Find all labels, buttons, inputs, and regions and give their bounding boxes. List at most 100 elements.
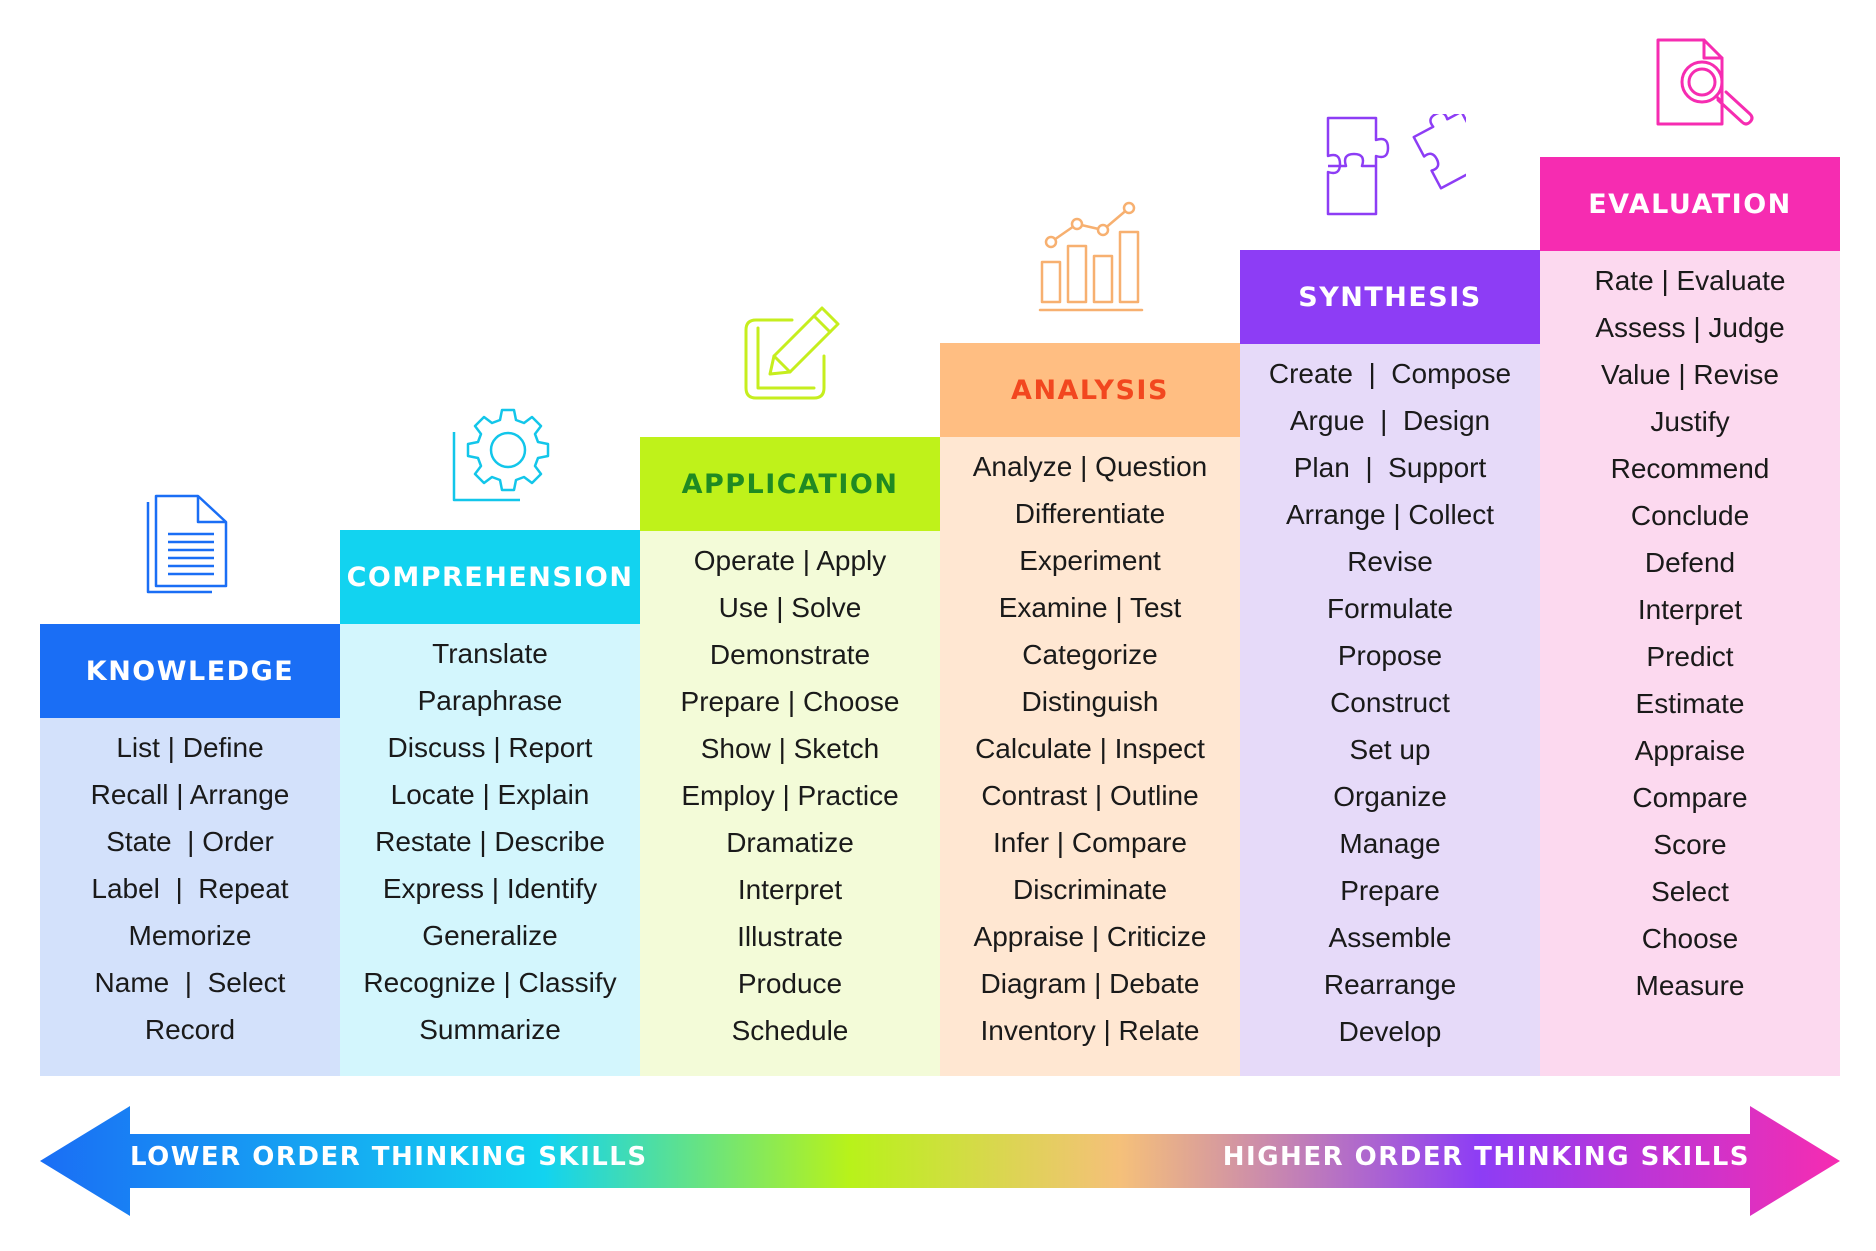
bar-chart-icon (1038, 201, 1144, 312)
list-item: Differentiate (1014, 498, 1166, 529)
list-item: List | Define (116, 732, 264, 763)
list-item: Interpret (1637, 594, 1743, 625)
level-word-list: Translate Paraphrase Discuss | Report Lo… (340, 624, 640, 1076)
list-item: Value | Revise (1601, 359, 1779, 390)
level-header: ANALYSIS (940, 343, 1240, 437)
level-title: APPLICATION (681, 468, 899, 500)
list-item: Justify (1650, 406, 1730, 437)
list-item: Categorize (1022, 639, 1158, 670)
list-item: Record (144, 1014, 236, 1045)
list-item: Formulate (1326, 593, 1454, 624)
list-item: Examine | Test (998, 592, 1182, 623)
level-title: EVALUATION (1588, 188, 1792, 220)
higher-order-label: HIGHER ORDER THINKING SKILLS (1222, 1142, 1750, 1172)
list-item: Argue | Design (1289, 405, 1491, 436)
list-item: Summarize (419, 1014, 561, 1045)
list-item: Express | Identify (382, 873, 598, 904)
level-word-list: Operate | Apply Use | Solve Demonstrate … (640, 531, 940, 1076)
list-item: Rearrange (1323, 969, 1457, 1000)
list-item: Score (1653, 829, 1727, 860)
level-synthesis: SYNTHESIS Create | Compose Argue | Desig… (1240, 250, 1540, 1076)
list-item: Schedule (731, 1015, 849, 1046)
list-item: Prepare | Choose (680, 686, 900, 717)
list-item: Assess | Judge (1595, 312, 1785, 343)
level-title: COMPREHENSION (346, 561, 634, 593)
list-item: Name | Select (94, 967, 286, 998)
list-item: Interpret (737, 874, 843, 905)
list-item: Predict (1646, 641, 1734, 672)
lower-order-label: LOWER ORDER THINKING SKILLS (130, 1142, 648, 1172)
list-item: Memorize (128, 920, 252, 951)
level-knowledge: KNOWLEDGE List | Define Recall | Arrange… (40, 624, 340, 1076)
list-item: Compare (1632, 782, 1748, 813)
list-item: Employ | Practice (681, 780, 899, 811)
list-item: Paraphrase (417, 685, 563, 716)
level-header: APPLICATION (640, 437, 940, 531)
list-item: Label | Repeat (91, 873, 289, 904)
list-item: Distinguish (1021, 686, 1159, 717)
list-item: Operate | Apply (693, 545, 887, 576)
list-item: Measure (1635, 970, 1745, 1001)
list-item: Conclude (1630, 500, 1750, 531)
level-title: KNOWLEDGE (85, 655, 295, 687)
list-item: Produce (737, 968, 843, 999)
list-item: Select (1651, 876, 1729, 907)
level-word-list: Create | Compose Argue | Design Plan | S… (1240, 344, 1540, 1076)
list-item: Defend (1644, 547, 1736, 578)
list-item: Infer | Compare (992, 827, 1188, 858)
list-item: Arrange | Collect (1285, 499, 1495, 530)
list-item: Manage (1339, 828, 1441, 859)
level-title: SYNTHESIS (1298, 281, 1482, 313)
list-item: Inventory | Relate (980, 1015, 1200, 1046)
level-header: KNOWLEDGE (40, 624, 340, 718)
list-item: Plan | Support (1293, 452, 1487, 483)
edit-pencil-icon (744, 306, 840, 400)
list-item: Dramatize (726, 827, 854, 858)
list-item: Rate | Evaluate (1594, 265, 1786, 296)
level-word-list: List | Define Recall | Arrange State | O… (40, 718, 340, 1076)
list-item: State | Order (106, 826, 274, 857)
level-header: EVALUATION (1540, 157, 1840, 251)
document-icon (146, 494, 228, 594)
level-comprehension: COMPREHENSION Translate Paraphrase Discu… (340, 530, 640, 1076)
list-item: Restate | Describe (375, 826, 605, 857)
list-item: Analyze | Question (972, 451, 1208, 482)
list-item: Choose (1641, 923, 1739, 954)
puzzle-icon (1326, 114, 1466, 216)
level-analysis: ANALYSIS Analyze | Question Differentiat… (940, 343, 1240, 1076)
list-item: Assemble (1328, 922, 1452, 953)
list-item: Recommend (1610, 453, 1770, 484)
list-item: Recognize | Classify (363, 967, 617, 998)
double-arrow-shape (40, 1106, 1840, 1216)
list-item: Translate (432, 638, 548, 669)
list-item: Recall | Arrange (90, 779, 290, 810)
list-item: Set up (1349, 734, 1431, 765)
level-header: SYNTHESIS (1240, 250, 1540, 344)
list-item: Demonstrate (709, 639, 871, 670)
list-item: Experiment (1019, 545, 1161, 576)
list-item: Prepare (1340, 875, 1440, 906)
list-item: Organize (1333, 781, 1447, 812)
list-item: Create | Compose (1268, 358, 1512, 389)
list-item: Estimate (1635, 688, 1745, 719)
list-item: Discriminate (1012, 874, 1168, 905)
list-item: Generalize (422, 920, 558, 951)
level-title: ANALYSIS (1011, 374, 1169, 406)
level-evaluation: EVALUATION Rate | Evaluate Assess | Judg… (1540, 157, 1840, 1076)
list-item: Appraise | Criticize (973, 921, 1207, 952)
list-item: Show | Sketch (700, 733, 880, 764)
list-item: Discuss | Report (387, 732, 593, 763)
list-item: Contrast | Outline (981, 780, 1199, 811)
list-item: Propose (1337, 640, 1443, 671)
level-header: COMPREHENSION (340, 530, 640, 624)
list-item: Appraise (1634, 735, 1746, 766)
list-item: Locate | Explain (390, 779, 590, 810)
list-item: Develop (1338, 1016, 1442, 1047)
level-word-list: Rate | Evaluate Assess | Judge Value | R… (1540, 251, 1840, 1076)
magnifier-icon (1656, 38, 1754, 126)
gear-icon (452, 408, 550, 502)
level-application: APPLICATION Operate | Apply Use | Solve … (640, 437, 940, 1076)
list-item: Use | Solve (718, 592, 862, 623)
list-item: Diagram | Debate (980, 968, 1200, 999)
list-item: Revise (1347, 546, 1433, 577)
